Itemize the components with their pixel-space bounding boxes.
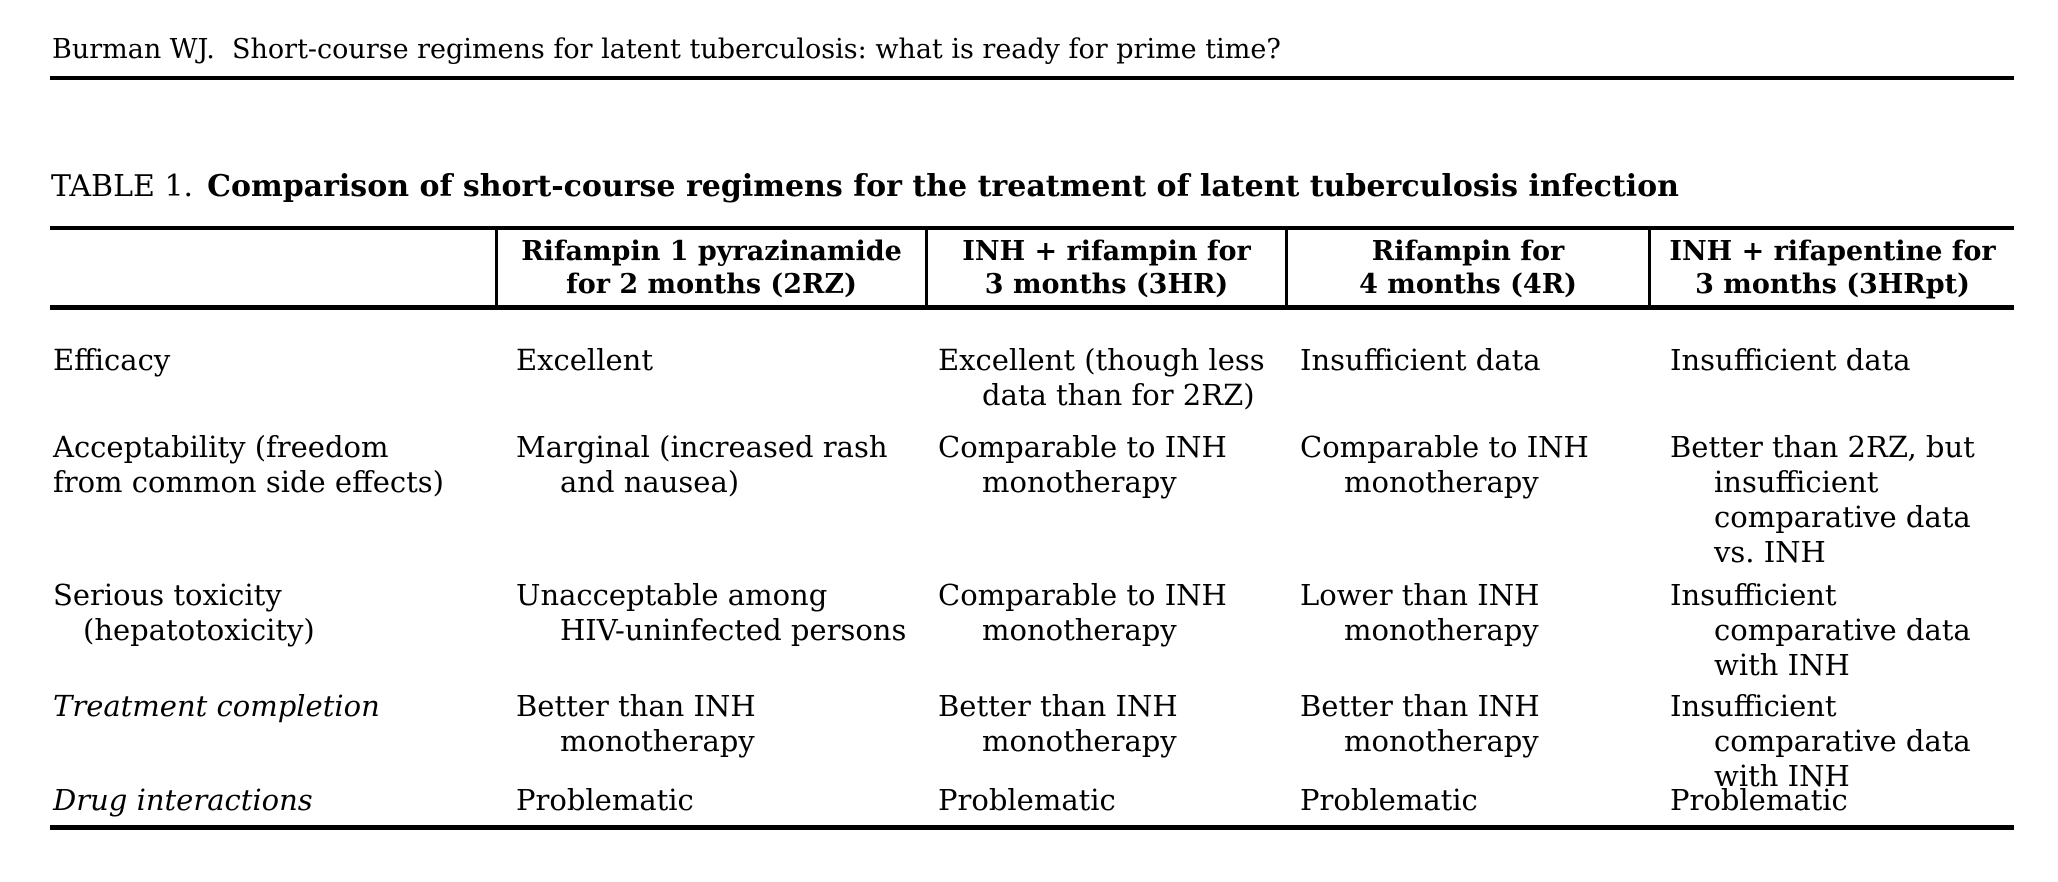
table-cell: Unacceptable among HIV-uninfected person… bbox=[516, 578, 907, 647]
column-header-2rz: Rifampin 1 pyrazinamide for 2 months (2R… bbox=[495, 230, 925, 305]
table-cell: Problematic bbox=[938, 783, 1116, 817]
citation-divider-rule bbox=[50, 76, 2014, 80]
table-cell: Better than INH monotherapy bbox=[1300, 689, 1540, 758]
header-bottom-rule bbox=[50, 305, 2014, 310]
table-top-rule bbox=[50, 226, 2014, 230]
table-title: Comparison of short-course regimens for … bbox=[207, 169, 1679, 204]
table-cell: Excellent (though less data than for 2RZ… bbox=[938, 343, 1265, 412]
column-header-4r: Rifampin for 4 months (4R) bbox=[1285, 230, 1648, 305]
row-label-drug-interactions: Drug interactions bbox=[53, 783, 313, 817]
table-number-label: TABLE 1. bbox=[51, 169, 194, 204]
table-bottom-rule bbox=[50, 825, 2014, 830]
row-label-serious-toxicity: Serious toxicity (hepatotoxicity) bbox=[53, 578, 315, 647]
table-cell: Insufficient comparative data with INH bbox=[1670, 689, 1971, 793]
table-cell: Comparable to INH monotherapy bbox=[1300, 430, 1589, 499]
article-citation: Burman WJ. Short-course regimens for lat… bbox=[52, 34, 1281, 65]
table-cell: Better than INH monotherapy bbox=[516, 689, 756, 758]
table-cell: Lower than INH monotherapy bbox=[1300, 578, 1540, 647]
column-header-3hr: INH + rifampin for 3 months (3HR) bbox=[925, 230, 1285, 305]
table-cell: Problematic bbox=[516, 783, 694, 817]
table-caption: TABLE 1. Comparison of short-course regim… bbox=[51, 168, 1679, 206]
table-cell: Problematic bbox=[1670, 783, 1848, 817]
row-label-acceptability: Acceptability (freedom from common side … bbox=[53, 430, 444, 499]
row-label-efficacy: Efficacy bbox=[53, 343, 171, 377]
table-cell: Better than 2RZ, but insufficient compar… bbox=[1670, 430, 1975, 569]
table-cell: Problematic bbox=[1300, 783, 1478, 817]
column-header-3hrpt: INH + rifapentine for 3 months (3HRpt) bbox=[1648, 230, 2014, 305]
table-cell: Better than INH monotherapy bbox=[938, 689, 1178, 758]
table-cell: Insufficient data bbox=[1670, 343, 1911, 377]
table-cell: Comparable to INH monotherapy bbox=[938, 578, 1227, 647]
row-label-treatment-completion: Treatment completion bbox=[53, 689, 380, 723]
table-cell: Insufficient data bbox=[1300, 343, 1541, 377]
table-cell: Insufficient comparative data with INH bbox=[1670, 578, 1971, 682]
table-cell: Marginal (increased rash and nausea) bbox=[516, 430, 888, 499]
table-cell: Excellent bbox=[516, 343, 653, 377]
table-cell: Comparable to INH monotherapy bbox=[938, 430, 1227, 499]
